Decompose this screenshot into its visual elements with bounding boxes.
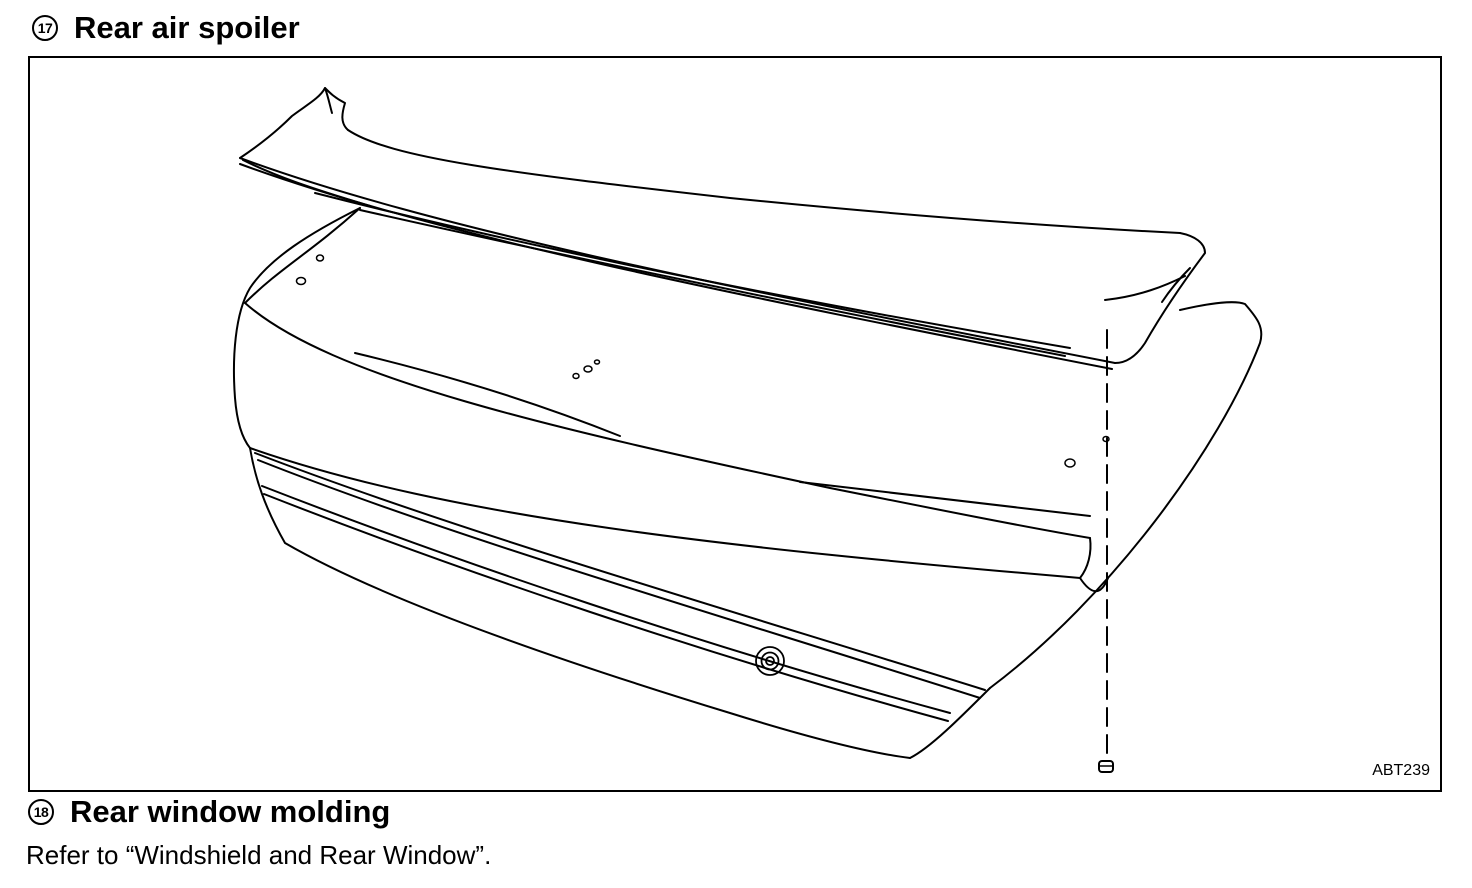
reference-text: Refer to “Windshield and Rear Window”.: [26, 840, 492, 870]
trunk-body: [232, 207, 1263, 759]
figure-code: ABT239: [1372, 762, 1430, 779]
section-title: Rear air spoiler: [74, 10, 300, 45]
mounting-holes: [295, 254, 1110, 468]
section-number-badge: 17: [32, 14, 58, 41]
spoiler-wing: [239, 87, 1206, 370]
section-heading-18: 18 Rear window molding: [28, 796, 390, 827]
figure-frame: ABT239: [28, 56, 1442, 792]
section-heading-17: 17 Rear air spoiler: [32, 12, 300, 43]
install-guide: [1098, 329, 1114, 773]
rear-spoiler-illustration: [232, 87, 1263, 773]
key-cylinder: [755, 646, 785, 676]
section-title: Rear window molding: [70, 794, 391, 829]
section-number-badge: 18: [28, 798, 54, 825]
